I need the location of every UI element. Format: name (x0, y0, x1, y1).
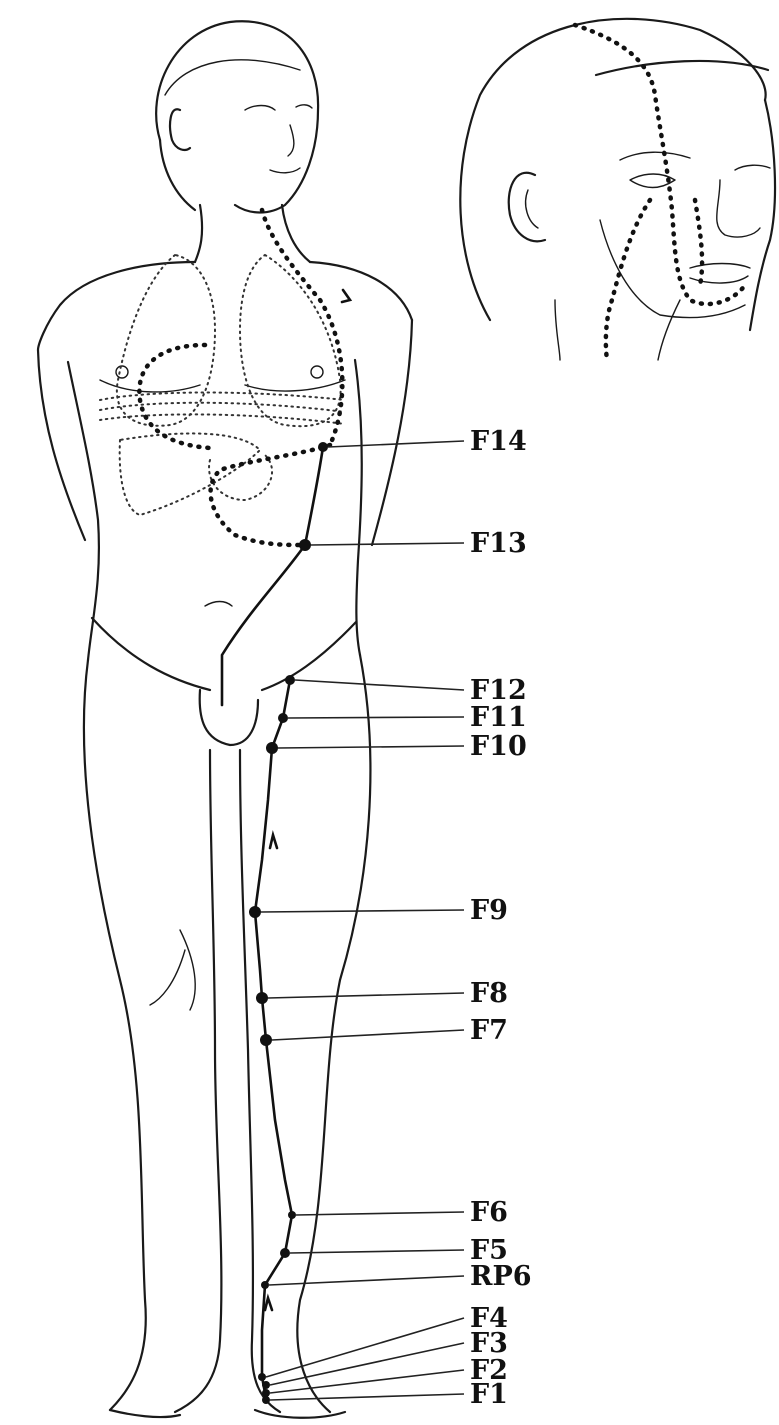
leader-line-f2 (270, 1370, 464, 1393)
label-f7: F7 (470, 1015, 508, 1046)
leader-line-f4 (266, 1318, 464, 1377)
acupoint-f14 (318, 442, 328, 452)
leader-line-f10 (278, 746, 464, 748)
acupoint-f5 (280, 1248, 290, 1258)
acupoint-f6 (288, 1211, 296, 1219)
leader-line-f5 (290, 1250, 464, 1253)
leader-line-f9 (261, 910, 464, 912)
leader-line-f11 (288, 717, 464, 718)
leader-line-f13 (311, 543, 464, 545)
leader-line-f6 (296, 1212, 464, 1215)
body-figure (38, 21, 412, 1417)
acupoint-f4 (258, 1373, 266, 1381)
label-f6: F6 (470, 1197, 508, 1228)
label-f1: F1 (470, 1379, 508, 1410)
label-f11: F11 (470, 702, 527, 733)
leader-line-f7 (272, 1030, 464, 1040)
leader-line-f1 (270, 1394, 464, 1400)
label-f9: F9 (470, 895, 508, 926)
acupoint-f13 (299, 539, 311, 551)
leader-line-f12 (295, 680, 464, 690)
acupoint-f8 (256, 992, 268, 1004)
acupoint-f2 (262, 1389, 270, 1397)
label-f14: F14 (470, 426, 527, 457)
acupoint-f12 (285, 675, 295, 685)
acupoint-f11 (278, 713, 288, 723)
label-f10: F10 (470, 731, 527, 762)
label-rp6: RP6 (470, 1261, 532, 1292)
label-f8: F8 (470, 978, 508, 1009)
head-detail (460, 19, 775, 360)
acupoint-f9 (249, 906, 261, 918)
acupoint-f7 (260, 1034, 272, 1046)
acupoint-f10 (266, 742, 278, 754)
label-f13: F13 (470, 528, 527, 559)
acupoint-rp6 (261, 1281, 269, 1289)
leader-line-f8 (268, 993, 464, 998)
acupoint-f1 (262, 1396, 270, 1404)
internal-organs (100, 255, 345, 515)
leader-line-rp6 (269, 1276, 464, 1285)
acupoint-f3 (262, 1381, 270, 1389)
